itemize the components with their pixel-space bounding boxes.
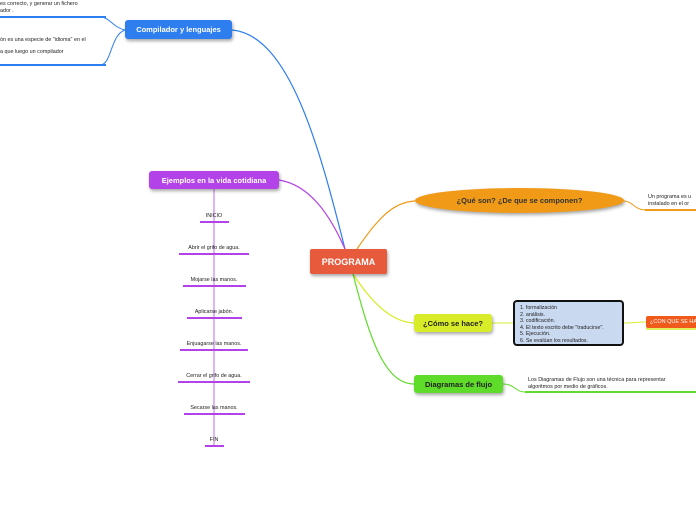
- node-programa[interactable]: PROGRAMA: [310, 249, 387, 274]
- como-step-2: 2. análisis.: [520, 311, 546, 318]
- connector-como-tag: [623, 321, 647, 324]
- step-aplicarse-jabon[interactable]: Aplicarse jabón.: [194, 309, 234, 315]
- diagramas-note: Los Diagramas de Flujo son una técnica p…: [528, 377, 666, 390]
- compilador-note-3: a que luego un compilador: [0, 49, 64, 55]
- connector-comp-note-2: [99, 29, 126, 66]
- compilador-note-2: ón es una especie de "idioma" en el: [0, 37, 86, 43]
- como-step-5: 5. Ejecución.: [520, 331, 551, 337]
- connector-como: [352, 273, 415, 324]
- connector-diagramas: [352, 273, 415, 385]
- step-abrir-grifo[interactable]: Abrir el grifo de agua.: [188, 245, 240, 251]
- step-inicio[interactable]: INICIO: [205, 213, 223, 219]
- como-step-1: 1. formalización: [520, 305, 558, 311]
- como-step-6: 6. Se evalúan los resultados.: [520, 337, 589, 344]
- connector-comp-note-1: [99, 16, 126, 31]
- como-step-3: 3. codificación.: [520, 318, 556, 324]
- node-compilador-lenguajes[interactable]: Compilador y lenguajes: [125, 20, 232, 39]
- como-step-4: 4. El texto escrito debe "traducirse".: [520, 324, 604, 331]
- node-como-se-hace[interactable]: ¿Cómo se hace?: [414, 314, 492, 332]
- step-cerrar-grifo[interactable]: Cerrar el grifo de agua.: [186, 373, 242, 379]
- que-son-note: Un programa es u instalado en el or: [648, 194, 692, 207]
- step-mojarse-manos[interactable]: Mojarse las manos.: [190, 277, 238, 283]
- connector-que-son: [356, 200, 416, 250]
- connector-compilador: [231, 29, 346, 250]
- step-secarse-manos[interactable]: Secarse las manos.: [190, 405, 238, 411]
- step-fin[interactable]: FIN: [209, 437, 219, 443]
- step-enjuagarse-manos[interactable]: Enjuagarse las manos.: [186, 341, 242, 347]
- connector-diagramas-note: [502, 383, 526, 393]
- node-que-son[interactable]: ¿Qué son? ¿De que se componen?: [415, 188, 624, 213]
- connector-ejemplos: [278, 179, 346, 250]
- como-steps-box[interactable]: 1. formalización 2. análisis. 3. codific…: [513, 300, 624, 346]
- node-con-que-se-hace[interactable]: ¿CON QUE SE HA: [646, 316, 696, 328]
- connector-que-son-note: [623, 200, 646, 211]
- compilador-note-1: es correcto, y generar un fichero ador .: [0, 1, 78, 14]
- node-ejemplos-vida-cotidiana[interactable]: Ejemplos en la vida cotidiana: [149, 171, 279, 189]
- node-diagramas-de-flujo[interactable]: Diagramas de flujo: [414, 375, 503, 393]
